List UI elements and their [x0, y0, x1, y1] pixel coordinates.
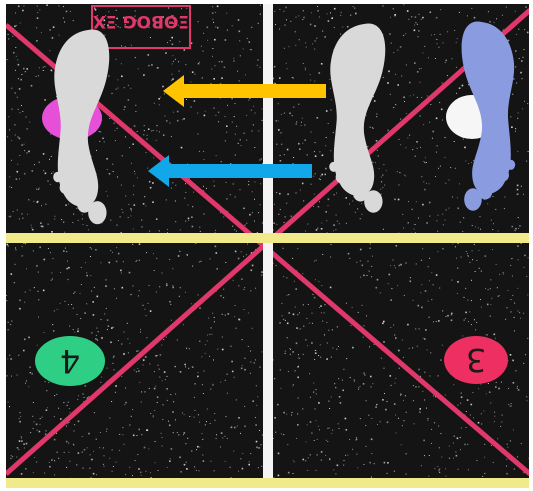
- marker-3-label: 3: [466, 341, 486, 379]
- bottom-border-line: [6, 478, 529, 488]
- vertical-divider-line: [263, 4, 273, 488]
- marker-4-label: 4: [60, 342, 80, 380]
- green-marker-4: 4: [35, 336, 105, 386]
- red-marker-3: 3: [444, 336, 508, 384]
- horizontal-divider-line: [6, 233, 529, 243]
- mat-logo-text: ΞΘBOG ΞX: [93, 11, 189, 31]
